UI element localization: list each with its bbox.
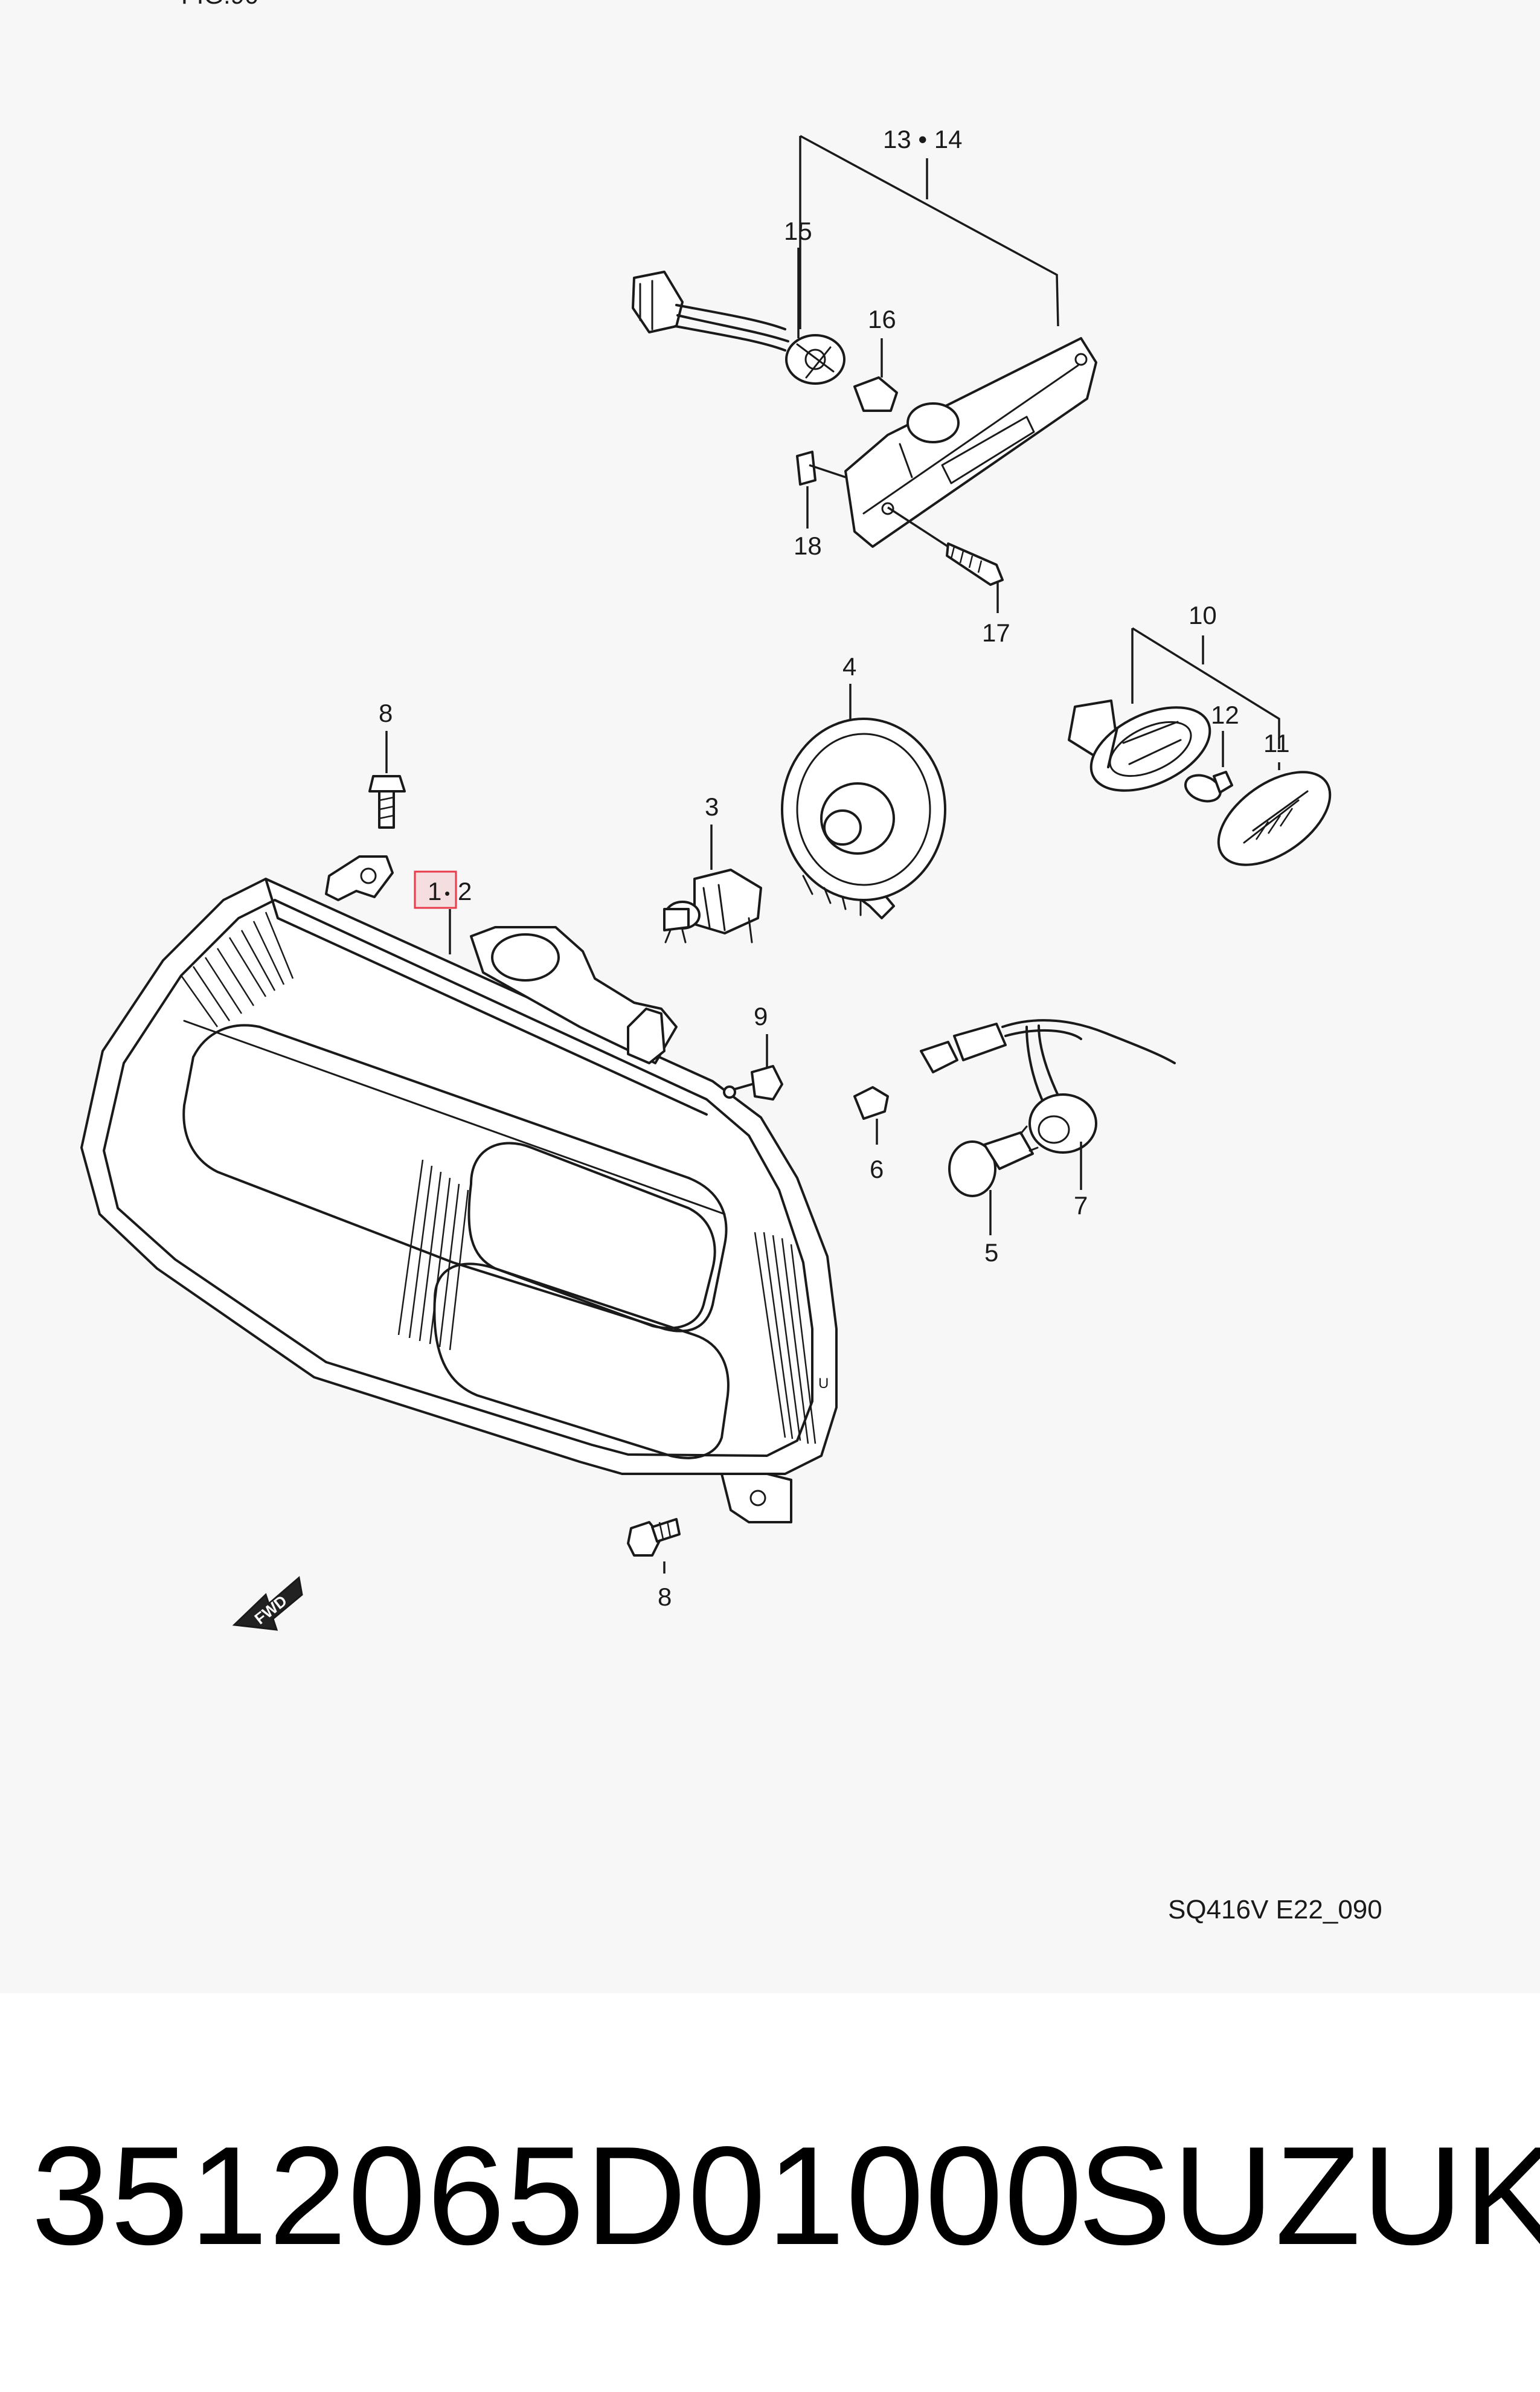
callout-13-14-group: 13 • 14: [799, 125, 1059, 329]
svg-text:U: U: [818, 1375, 829, 1392]
part-18-clip: 18: [794, 451, 846, 560]
callout-15: 15: [784, 217, 812, 245]
brand-name: SUZUKI: [1078, 2118, 1540, 2274]
callout-6: 6: [870, 1155, 884, 1183]
part-9-grommet: 9: [723, 1002, 783, 1101]
part-1-2-headlamp-assembly: U: [80, 855, 838, 1523]
callout-1-2-separator: •: [444, 884, 450, 902]
part-5-signal-bulb: 5: [948, 1125, 1039, 1267]
part-7-socket-harness: 7: [920, 1019, 1176, 1220]
part-15-socket-harness: 15: [632, 217, 845, 385]
callout-4: 4: [842, 652, 856, 681]
callout-5: 5: [984, 1238, 998, 1267]
diagram-code: SQ416V E22_090: [1168, 1895, 1382, 1924]
part-6-position-bulb: 6: [853, 1086, 889, 1183]
callout-17: 17: [982, 619, 1010, 647]
diagram-panel: FIG.90 13 • 14 15 16: [80, 0, 1382, 1924]
callout-16: 16: [868, 305, 896, 333]
callout-8-bottom: 8: [658, 1583, 672, 1611]
side-marker-lamp: [844, 337, 1097, 548]
forward-direction-arrow: FWD: [232, 1576, 303, 1631]
part-8-bottom-bolt: 8: [627, 1518, 681, 1611]
part-3-headlamp-bulb: 3: [663, 793, 762, 944]
callout-12: 12: [1211, 701, 1239, 729]
callout-1-2-group: 1 • 2: [414, 870, 472, 954]
callout-1-highlight-box: [414, 870, 457, 909]
part-11-lens: 11: [1217, 729, 1332, 866]
callout-13-14: 13 • 14: [883, 125, 962, 153]
part-10-socket: [1068, 699, 1211, 792]
part-17-screw: 17: [887, 506, 1010, 647]
callout-1: 1: [428, 877, 441, 905]
callout-10: 10: [1189, 601, 1217, 629]
callout-18: 18: [794, 532, 822, 560]
figure-header-fragment: FIG.90: [181, 0, 258, 9]
callout-2: 2: [458, 877, 472, 905]
parts-diagram: FIG.90 13 • 14 15 16: [80, 0, 1382, 1924]
callout-8-top: 8: [379, 699, 393, 727]
callout-10-group: 10: [1131, 601, 1280, 749]
part-8-top-bolt: 8: [368, 699, 406, 829]
part-4-rubber-cover: 4: [781, 652, 946, 919]
callout-3: 3: [705, 793, 719, 821]
part-12-bulb: 12: [1184, 701, 1239, 803]
part-16-wedge-bulb: 16: [853, 305, 898, 412]
callout-11: 11: [1263, 729, 1290, 757]
callout-7: 7: [1074, 1191, 1088, 1220]
footer: [0, 1993, 1540, 2392]
callout-9: 9: [754, 1002, 768, 1030]
part-number: 3512065D01000: [31, 2118, 1083, 2274]
